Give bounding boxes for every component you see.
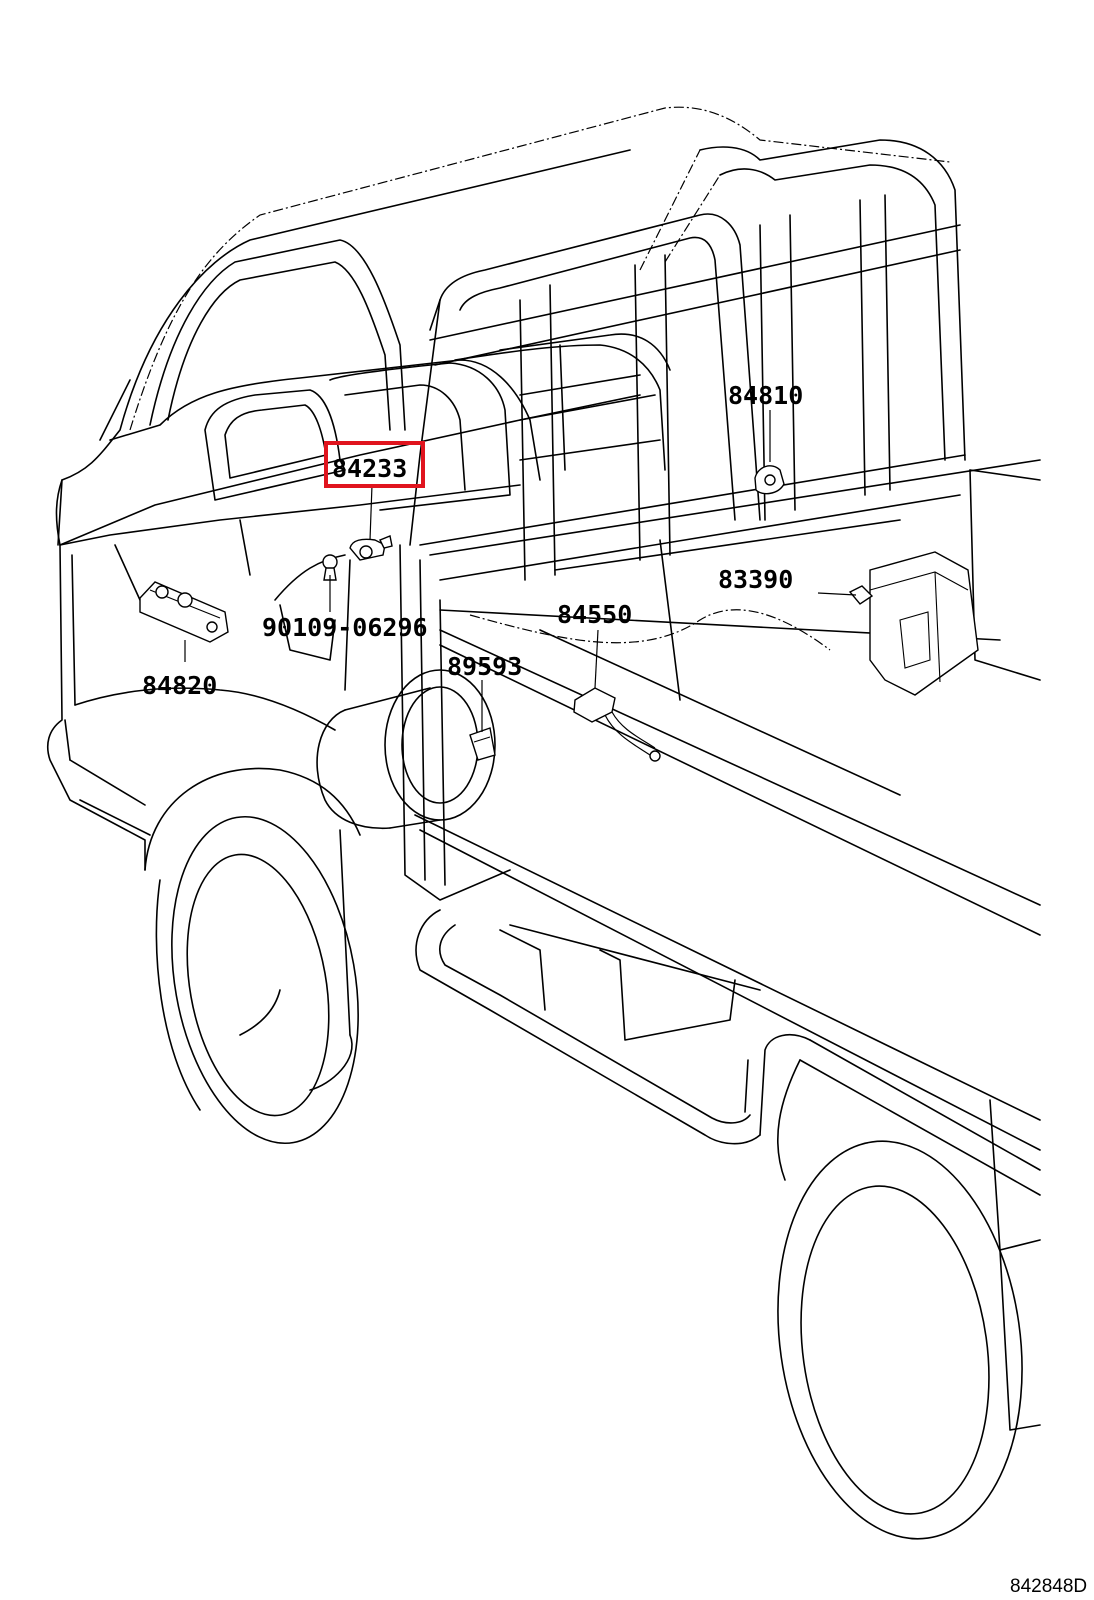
leader-lines xyxy=(184,410,857,732)
bolt-90109 xyxy=(322,554,338,581)
chassis-frame xyxy=(415,909,1041,1196)
relay-89593 xyxy=(469,727,496,761)
callout-84810[interactable]: 84810 xyxy=(728,381,803,410)
reference-code: 842848D xyxy=(1010,1576,1087,1597)
switch-84550 xyxy=(573,687,661,762)
front-body xyxy=(46,544,511,901)
rear-wheel xyxy=(776,1059,1041,1540)
box-83390 xyxy=(848,551,979,696)
callout-84233[interactable]: 84233 xyxy=(332,454,407,483)
cab-outline xyxy=(55,106,1041,581)
highlight-box xyxy=(324,441,425,488)
callout-84820[interactable]: 84820 xyxy=(142,671,217,700)
sensor-84810 xyxy=(754,465,785,495)
callout-90109-06296[interactable]: 90109-06296 xyxy=(262,613,428,642)
switch-84820 xyxy=(139,581,229,643)
callout-89593[interactable]: 89593 xyxy=(447,652,522,681)
dashboard xyxy=(59,333,671,601)
switch-84233 xyxy=(349,535,393,561)
front-wheel xyxy=(144,767,361,1145)
fuel-tank xyxy=(316,669,496,830)
callout-84550[interactable]: 84550 xyxy=(557,600,632,629)
callout-83390[interactable]: 83390 xyxy=(718,565,793,594)
